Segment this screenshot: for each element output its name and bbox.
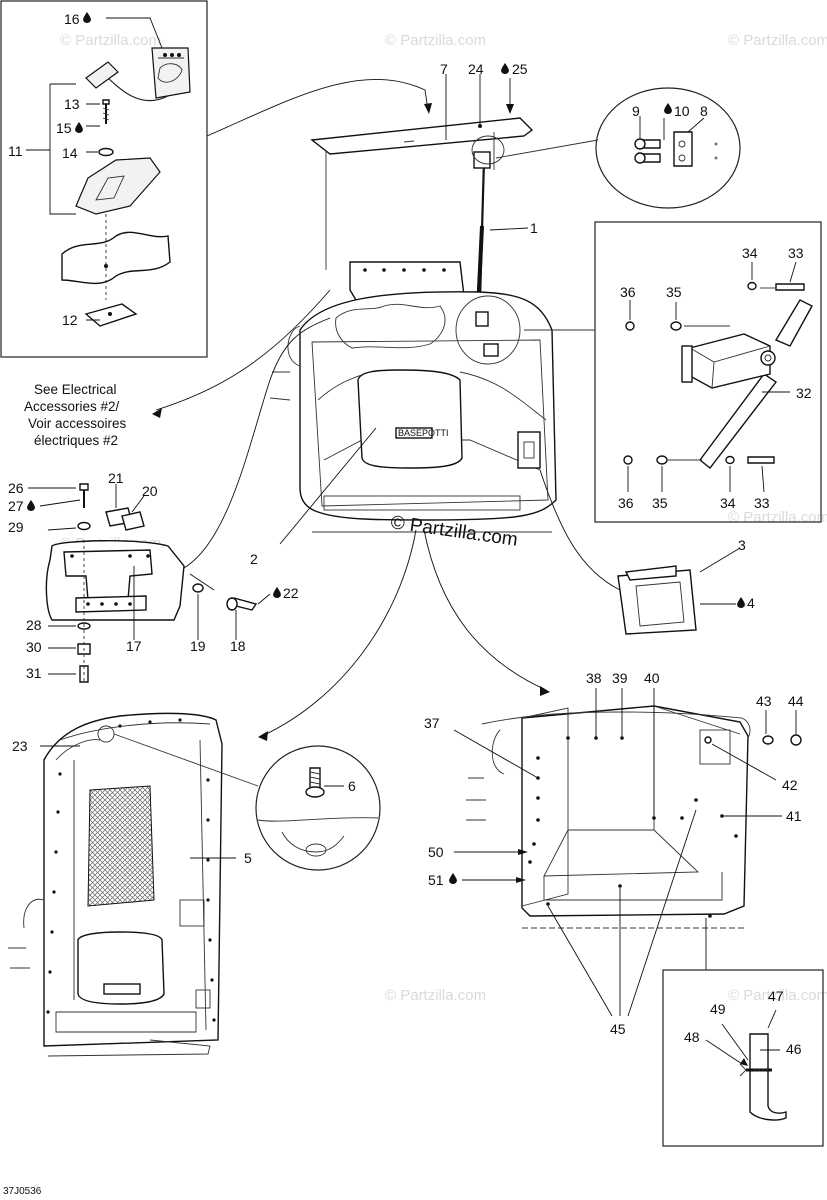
latch-handle-part [85, 61, 119, 89]
callout-3: 3 [738, 537, 746, 553]
note-line-1: See Electrical [34, 382, 117, 397]
tub-installed-view: 38 39 40 37 43 44 42 41 50 51 45 [424, 670, 804, 1037]
storage-compartment-assembly: BASEPOTTI [269, 74, 557, 545]
callout-25: 25 [512, 61, 528, 77]
callout-36: 36 [618, 495, 634, 511]
callout-24: 24 [468, 61, 484, 77]
callout-33: 33 [788, 245, 804, 261]
watermark: © Partzilla.com [728, 987, 827, 1004]
support-arm-32 [699, 373, 778, 469]
panel-piece [61, 231, 171, 285]
callout-11: 11 [8, 143, 23, 159]
callout-13: 13 [64, 96, 80, 112]
callout-23: 23 [12, 738, 28, 754]
callout-48: 48 [684, 1029, 700, 1045]
callout-6: 6 [348, 778, 356, 794]
callout-30: 30 [26, 639, 42, 655]
latch-cover-part [151, 47, 191, 99]
callout-19: 19 [190, 638, 206, 654]
callout-14: 14 [62, 145, 78, 161]
callout-7: 7 [440, 61, 448, 77]
callout-47: 47 [768, 988, 784, 1004]
callout-34: 34 [720, 495, 736, 511]
inset-bracket-assembly: 36 35 34 33 32 36 35 34 33 [524, 221, 822, 523]
inset-edge-section: 47 49 46 48 [662, 969, 824, 1147]
callout-9: 9 [632, 103, 640, 119]
callout-10: 10 [674, 103, 690, 119]
callout-20: 20 [142, 483, 158, 499]
tub-37 [521, 705, 749, 917]
inset-frame [662, 969, 824, 1147]
arrow-inset-to-lid [206, 79, 429, 137]
callout-34: 34 [742, 245, 758, 261]
note-line-4: électriques #2 [34, 433, 118, 448]
callout-45: 45 [610, 1021, 626, 1037]
callout-31: 31 [26, 665, 42, 681]
callout-5: 5 [244, 850, 252, 866]
note-line-3: Voir accessoires [28, 416, 127, 431]
callout-21: 21 [108, 470, 124, 486]
arrow-electrical [155, 289, 331, 411]
callout-2: 2 [250, 551, 258, 567]
bracket-box [689, 333, 771, 389]
callout-36: 36 [620, 284, 636, 300]
callout-17: 17 [126, 638, 142, 654]
watermark: © Partzilla.com [728, 509, 827, 526]
callout-1: 1 [530, 220, 538, 236]
callout-22: 22 [283, 585, 299, 601]
callout-35: 35 [666, 284, 682, 300]
reference-code: 37J0536 [3, 1186, 42, 1197]
callout-4: 4 [747, 595, 755, 611]
callout-50: 50 [428, 844, 444, 860]
callout-41: 41 [786, 808, 802, 824]
callout-29: 29 [8, 519, 24, 535]
watermark: © Partzilla.com [385, 32, 486, 49]
latch-receiver-part [75, 157, 161, 215]
callout-40: 40 [644, 670, 660, 686]
oval-hinge-detail: 9 10 8 [471, 87, 741, 209]
callout-38: 38 [586, 670, 602, 686]
callout-43: 43 [756, 693, 772, 709]
callout-28: 28 [26, 617, 42, 633]
callout-15: 15 [56, 120, 72, 136]
arrow-to-left-view [261, 529, 417, 737]
watermark: © Partzilla.com [728, 32, 827, 49]
callout-18: 18 [230, 638, 246, 654]
leader-37 [453, 729, 539, 779]
handle-bracket: 3 4 [539, 469, 755, 635]
hinge-mount-assembly: 26 27 29 21 20 28 30 31 17 19 18 22 [8, 317, 331, 683]
callout-26: 26 [8, 480, 24, 496]
lid-7 [310, 117, 534, 155]
callout-39: 39 [612, 670, 628, 686]
callout-32: 32 [796, 385, 812, 401]
note-line-2: Accessories #2/ [24, 399, 120, 414]
callout-35: 35 [652, 495, 668, 511]
watermark: © Partzilla.com [60, 32, 161, 49]
inset-latch-assembly: 16 13 15 11 14 12 [0, 0, 208, 358]
callout-42: 42 [782, 777, 798, 793]
callout-8: 8 [700, 103, 708, 119]
callout-44: 44 [788, 693, 804, 709]
callout-33: 33 [754, 495, 770, 511]
callout-37: 37 [424, 715, 440, 731]
callout-12: 12 [62, 312, 78, 328]
leader-16 [106, 17, 163, 49]
inset-frame [594, 221, 822, 523]
screw-detail-6: 6 [113, 733, 381, 871]
svg-text:BASEPOTTI: BASEPOTTI [398, 428, 449, 438]
electrical-note: See Electrical Accessories #2/ Voir acce… [24, 289, 331, 448]
callout-27: 27 [8, 498, 24, 514]
portable-toilet [357, 369, 463, 469]
arrow-to-right-view [423, 529, 547, 691]
callout-46: 46 [786, 1041, 802, 1057]
liner-installed-view: 23 5 [8, 712, 252, 1057]
callout-49: 49 [710, 1001, 726, 1017]
callout-16: 16 [64, 11, 80, 27]
inset-frame [0, 0, 208, 358]
callout-51: 51 [428, 872, 444, 888]
watermark: © Partzilla.com [385, 987, 486, 1004]
